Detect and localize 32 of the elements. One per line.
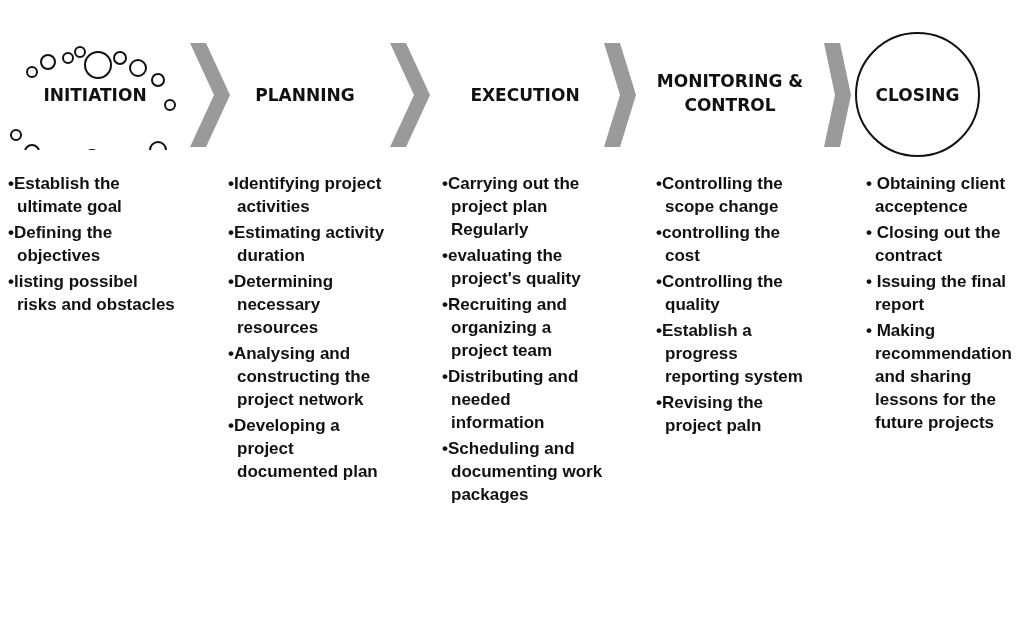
bullet-item: •controlling the cost [656, 222, 781, 267]
bullet-item: •Distributing and needed information [442, 366, 580, 434]
chevron-arrow [604, 43, 636, 147]
bullet-item: •Revising the project paln [656, 392, 765, 437]
bullet-item: •Establish the ultimate goal [8, 173, 123, 218]
bullet-item: •Estimating activity duration [228, 222, 386, 267]
bullet-item: •Carrying out the project plan Regularly [442, 173, 581, 241]
bullet-item: •Defining the objectives [8, 222, 114, 267]
bullet-item: • Closing out the contract [866, 222, 1002, 267]
bullet-item: • Issuing the final report [866, 271, 1008, 316]
phase-heading: CLOSING [875, 83, 960, 107]
phase-heading: INITIATION [43, 84, 147, 107]
bullet-item: • Obtaining client acceptence [866, 173, 1007, 218]
bullet-item: • Making recommendation and sharing lessons for the future projects [866, 320, 1013, 434]
chevron-arrow [824, 43, 851, 147]
bullet-item: •Analysing and constructing the project network [228, 343, 372, 411]
bullet-item: •Determining necessary resources [228, 271, 335, 339]
bullet-item: •evaluating the project's quality [442, 245, 582, 290]
bullet-item: •Controlling the quality [656, 271, 784, 316]
bullet-item: •Recruiting and organizing a project team [442, 294, 568, 362]
phase-heading: EXECUTION [470, 84, 580, 107]
bullet-item: •Scheduling and documenting work packages [442, 438, 604, 506]
chevron-arrow [190, 43, 230, 147]
bullet-item: •Controlling the scope change [656, 173, 784, 218]
circle-outline [855, 32, 980, 157]
phase-heading: MONITORING & CONTROL [655, 69, 805, 117]
chevron-arrow [390, 43, 430, 147]
bullet-item: •Identifying project activities [228, 173, 383, 218]
bullet-item: •listing possibel risks and obstacles [8, 271, 176, 316]
phase-heading: PLANNING [255, 84, 355, 107]
bullet-item: •Developing a project documented plan [228, 415, 379, 483]
bullet-item: •Establish a progress reporting system [656, 320, 804, 388]
